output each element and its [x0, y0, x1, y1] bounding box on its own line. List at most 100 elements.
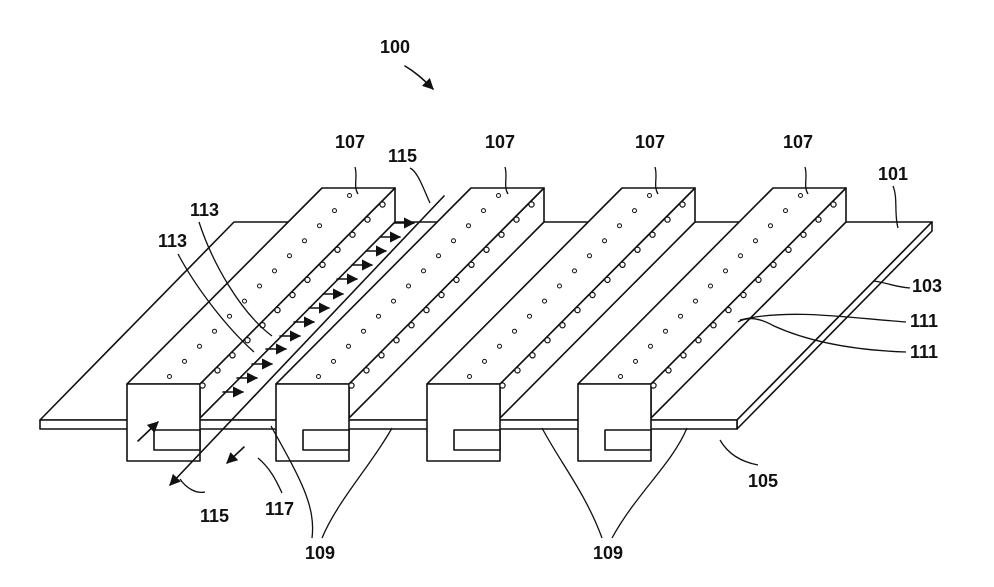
label-107: 107 — [783, 132, 813, 152]
channel-hole — [543, 299, 547, 303]
channel-hole — [377, 314, 381, 318]
label-101: 101 — [878, 164, 908, 184]
channel-hole — [816, 217, 821, 222]
channel-hole — [724, 269, 728, 273]
channel-hole — [573, 269, 577, 273]
channel-hole — [620, 262, 625, 267]
channel-hole — [696, 338, 701, 343]
channel-hole — [603, 239, 607, 243]
channel-hole — [168, 375, 172, 379]
channel-hole — [529, 202, 534, 207]
channel-hole — [664, 329, 668, 333]
channel-hole — [651, 383, 656, 388]
channel-hole — [619, 375, 623, 379]
channel-hole — [349, 383, 354, 388]
channel-hole — [452, 239, 456, 243]
label-100: 100 — [380, 37, 410, 57]
channel-hole — [560, 323, 565, 328]
channel-hole — [694, 299, 698, 303]
channel-hole — [303, 239, 307, 243]
channel-hole — [726, 308, 731, 313]
channel-hole — [348, 194, 352, 198]
channel-hole — [799, 194, 803, 198]
channel-hole — [424, 308, 429, 313]
label-117: 117 — [265, 499, 294, 519]
channel-hole — [469, 262, 474, 267]
label-109: 109 — [305, 543, 335, 563]
channel-hole — [634, 359, 638, 363]
channel-hole — [347, 344, 351, 348]
channel-hole — [468, 375, 472, 379]
channel-hole — [528, 314, 532, 318]
channel-hole — [635, 247, 640, 252]
channel-hole — [484, 247, 489, 252]
channel-hole — [454, 277, 459, 282]
channel-hole — [575, 308, 580, 313]
label-105: 105 — [748, 471, 778, 491]
channel-hole — [317, 375, 321, 379]
channel-hole — [784, 209, 788, 213]
outlet-flow-arrow — [227, 447, 244, 463]
channel-hole — [437, 254, 441, 258]
channel-hole — [288, 254, 292, 258]
channel-hole — [513, 329, 517, 333]
channel-hole — [333, 209, 337, 213]
channel-hole — [514, 217, 519, 222]
channel-hole — [392, 299, 396, 303]
channel-hole — [680, 202, 685, 207]
channel-hole — [335, 247, 340, 252]
channel-hole — [318, 224, 322, 228]
label-107: 107 — [485, 132, 515, 152]
channel-hole — [228, 314, 232, 318]
channel-hole — [530, 353, 535, 358]
label-113: 113 — [158, 231, 187, 251]
channel-hole — [499, 232, 504, 237]
channel-hole — [467, 224, 471, 228]
channel-hole — [769, 224, 773, 228]
channel-hole — [588, 254, 592, 258]
channel-hole — [215, 368, 220, 373]
label-113: 113 — [190, 200, 219, 220]
channel-hole — [605, 277, 610, 282]
channel-hole — [422, 269, 426, 273]
channel-hole — [305, 277, 310, 282]
label-107: 107 — [635, 132, 665, 152]
channel-hole — [275, 308, 280, 313]
channel-hole — [648, 194, 652, 198]
channel-hole — [739, 254, 743, 258]
channel-hole — [558, 284, 562, 288]
channel-hole — [709, 284, 713, 288]
channel-hole — [590, 292, 595, 297]
channel-hole — [771, 262, 776, 267]
channel-hole — [379, 353, 384, 358]
channel-hole — [711, 323, 716, 328]
channel-hole — [786, 247, 791, 252]
channel-hole — [365, 217, 370, 222]
channel-hole — [362, 329, 366, 333]
label-109: 109 — [593, 543, 623, 563]
channel-hole — [679, 314, 683, 318]
label-111: 111 — [910, 342, 938, 362]
channel-hole — [545, 338, 550, 343]
label-103: 103 — [912, 276, 942, 296]
channel-hole — [380, 202, 385, 207]
channel-hole — [756, 277, 761, 282]
channel-hole — [409, 323, 414, 328]
channel-hole — [439, 292, 444, 297]
channel-hole — [831, 202, 836, 207]
channel-hole — [741, 292, 746, 297]
channel-hole — [332, 359, 336, 363]
channel-hole — [649, 344, 653, 348]
channel-hole — [650, 232, 655, 237]
channel-hole — [618, 224, 622, 228]
label-111: 111 — [910, 311, 938, 331]
channel-hole — [230, 353, 235, 358]
channel-hole — [482, 209, 486, 213]
label-115: 115 — [200, 506, 229, 526]
channel-hole — [665, 217, 670, 222]
channel-hole — [258, 284, 262, 288]
channel-hole — [245, 338, 250, 343]
channel-hole — [350, 232, 355, 237]
channel-hole — [515, 368, 520, 373]
